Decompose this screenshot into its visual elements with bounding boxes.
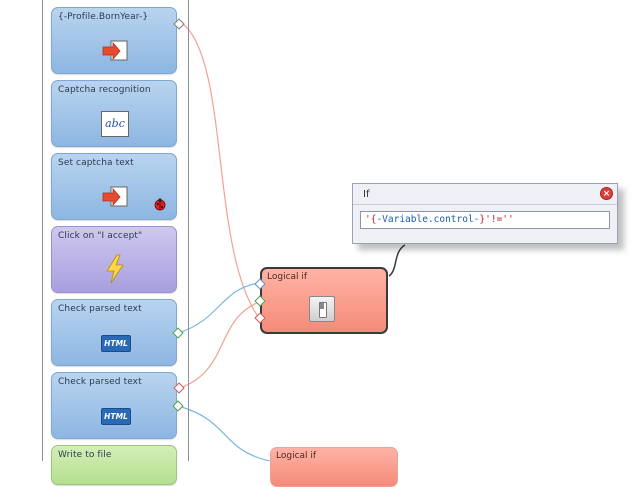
node-title: {-Profile.BornYear-}	[58, 12, 149, 22]
node-title: Check parsed text	[58, 304, 142, 314]
popup-connector	[388, 244, 406, 277]
node-title: Write to file	[58, 450, 112, 460]
lightning-icon	[106, 254, 124, 284]
popup-divider	[353, 204, 617, 205]
exit-arrow-icon	[102, 40, 128, 61]
popup-title: If	[363, 189, 370, 200]
expression-variable: -Variable.control-	[376, 214, 480, 225]
condition-expression-input[interactable]: '{-Variable.control-}'!=''	[360, 211, 610, 229]
click-node[interactable]: Click on "I accept"	[51, 226, 177, 293]
action-node[interactable]: Captcha recognition abc	[51, 80, 177, 147]
if-condition-popup[interactable]: If × '{-Variable.control-}'!=''	[352, 183, 618, 244]
html-icon: HTML	[101, 335, 131, 352]
close-icon[interactable]: ×	[600, 187, 613, 200]
html-icon: HTML	[101, 408, 131, 425]
success-link	[177, 405, 271, 461]
node-title: Set captcha text	[58, 158, 134, 168]
expression-suffix: }'!=''	[479, 214, 514, 225]
connections-layer	[177, 22, 406, 461]
bug-icon[interactable]	[153, 197, 167, 211]
node-title: Logical if	[267, 272, 308, 282]
expression-prefix: '{	[365, 214, 377, 225]
success-link	[177, 282, 259, 334]
action-node[interactable]: Check parsed text HTML	[51, 372, 177, 439]
logical-if-node[interactable]: Logical if	[270, 447, 398, 487]
lane-divider	[42, 0, 43, 461]
write-node[interactable]: Write to file	[51, 445, 177, 485]
node-title: Logical if	[276, 451, 317, 461]
fail-link	[181, 22, 260, 319]
captcha-icon: abc	[101, 111, 129, 137]
action-node[interactable]: Check parsed text HTML	[51, 299, 177, 366]
node-title: Click on "I accept"	[58, 231, 143, 241]
fail-link	[179, 301, 260, 389]
node-title: Check parsed text	[58, 377, 142, 387]
node-title: Captcha recognition	[58, 85, 151, 95]
action-node[interactable]: {-Profile.BornYear-}	[51, 7, 177, 74]
logical-if-node[interactable]: Logical if	[260, 267, 388, 334]
exit-arrow-icon	[102, 186, 128, 207]
lane-divider	[188, 0, 189, 461]
switch-icon	[309, 296, 335, 322]
action-node[interactable]: Set captcha text	[51, 153, 177, 220]
